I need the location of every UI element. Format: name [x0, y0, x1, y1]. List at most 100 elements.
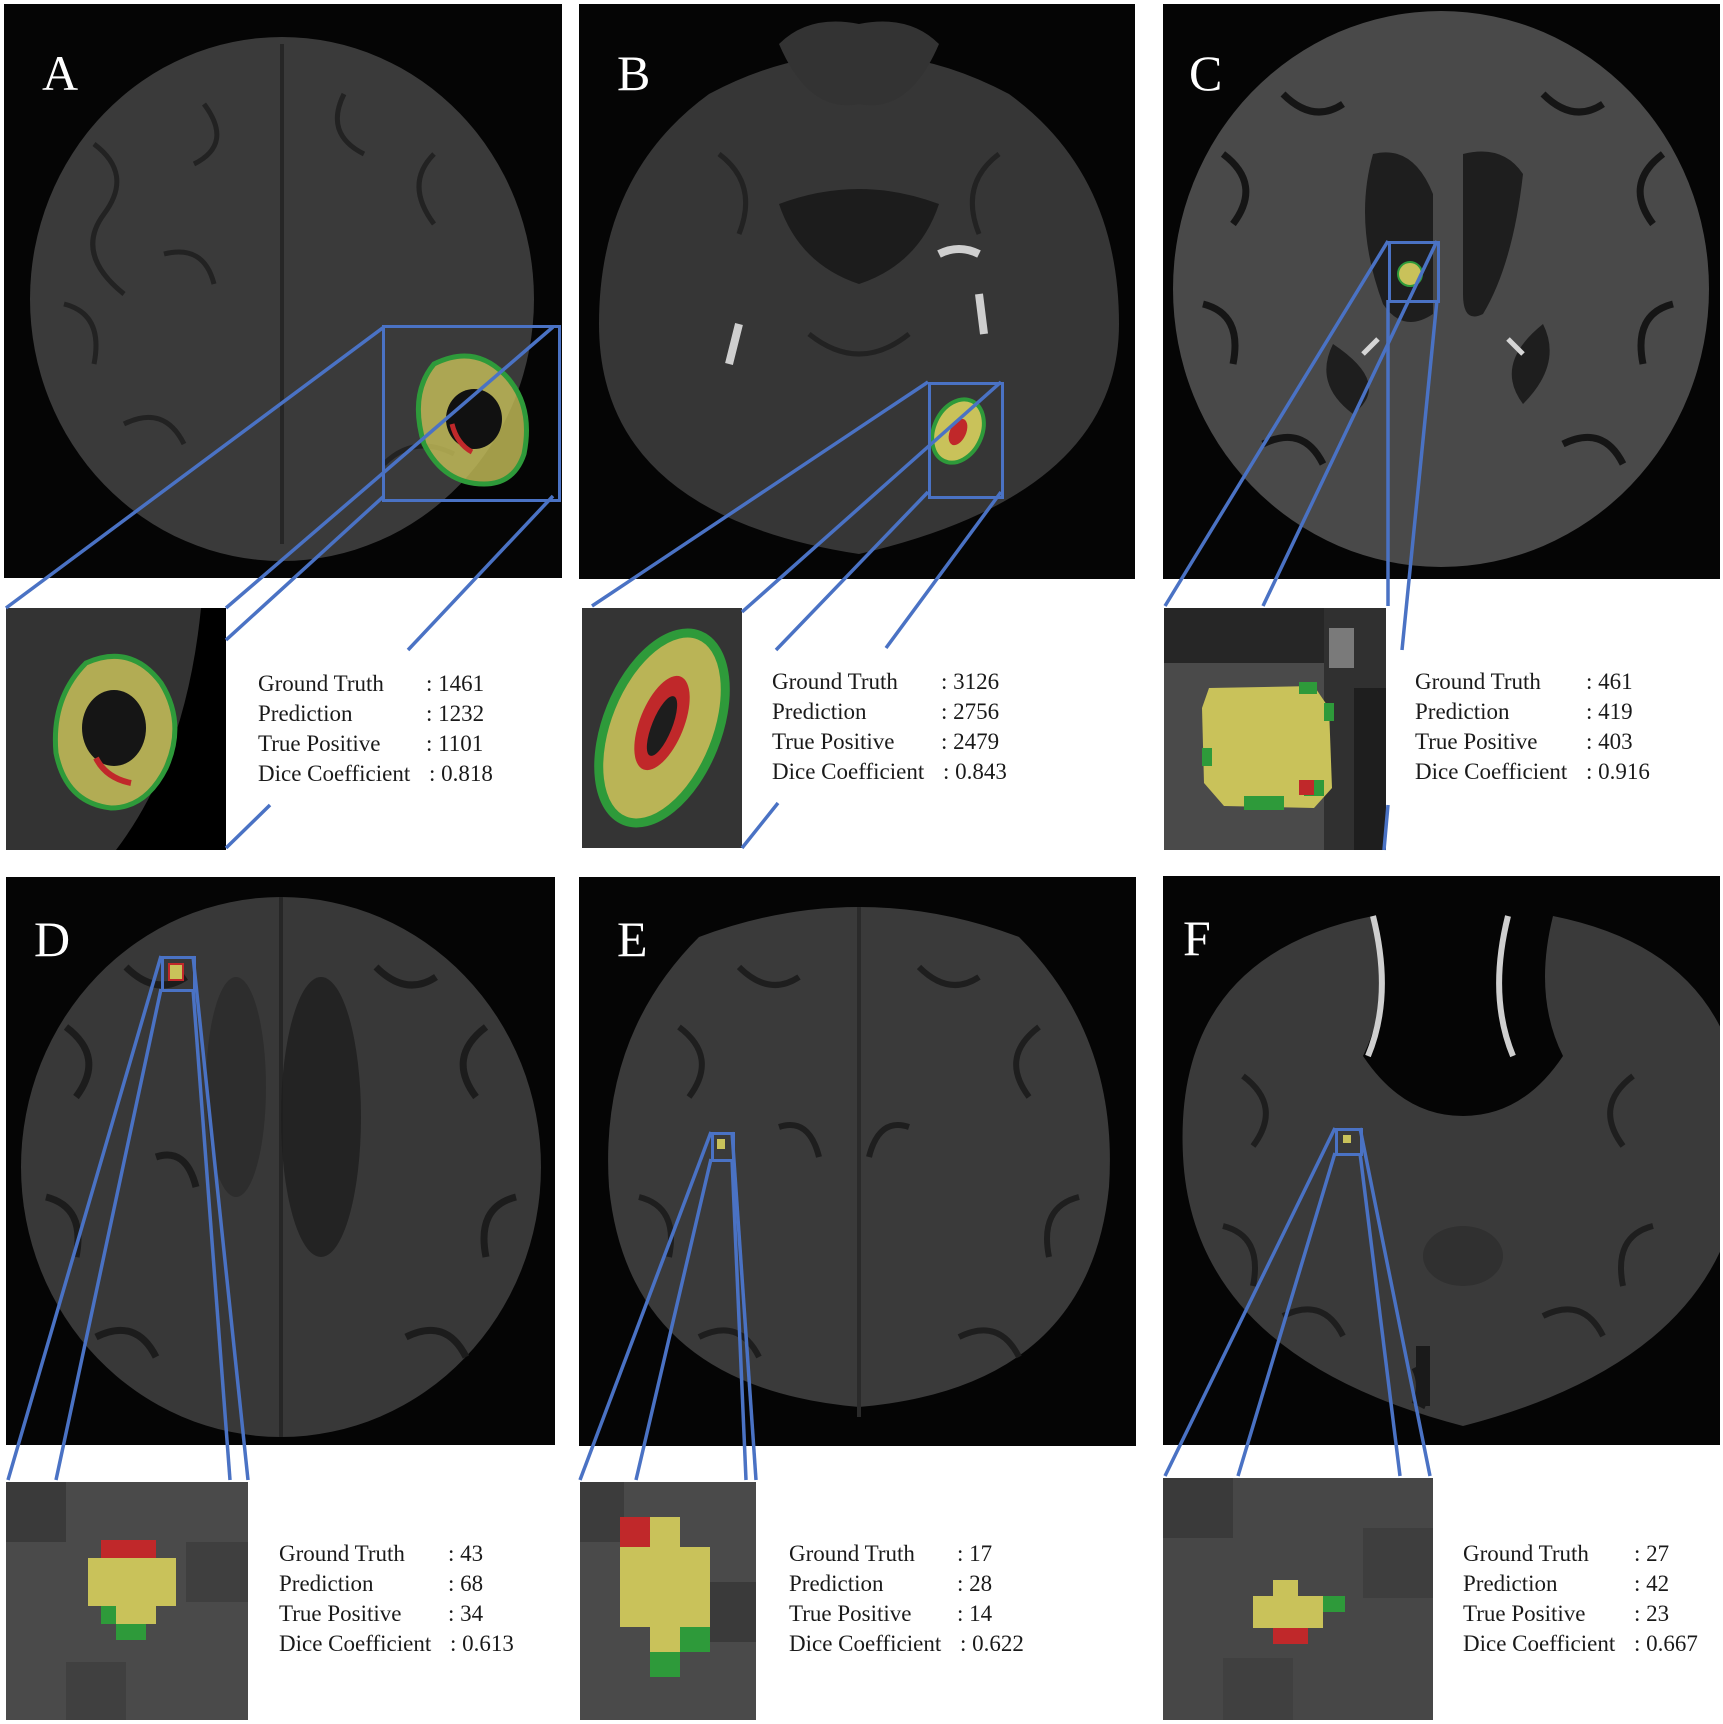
- stat-label: Dice Coefficient: [1415, 759, 1568, 784]
- panel-label-e: E: [617, 911, 648, 967]
- stat-row: True Positive : 2479: [772, 727, 1007, 757]
- mri-scan-f: F: [1163, 876, 1720, 1445]
- stat-value: : 34: [448, 1601, 484, 1626]
- panel-label-f: F: [1183, 910, 1211, 966]
- stat-row: Prediction : 42: [1463, 1569, 1698, 1599]
- zoom-inset-c: [1164, 608, 1386, 850]
- stat-value: : 2479: [941, 729, 1000, 754]
- stat-label: Dice Coefficient: [1463, 1631, 1616, 1656]
- zoom-inset-d: [6, 1482, 248, 1720]
- tumor-overlay-f: [1343, 1135, 1351, 1143]
- zoom-box-f: [1335, 1128, 1363, 1156]
- stat-value: : 28: [957, 1571, 993, 1596]
- stat-row: Dice Coefficient: 0.916: [1415, 757, 1650, 787]
- stats-d: Ground Truth : 43 Prediction : 68 True Pos…: [279, 1539, 514, 1659]
- stat-row: True Positive: 14: [789, 1599, 1024, 1629]
- mri-scan-b: B: [579, 4, 1135, 579]
- connector-line-b: [740, 801, 780, 850]
- stat-label: Ground Truth: [1463, 1541, 1589, 1566]
- stat-row: True Positive : 34: [279, 1599, 514, 1629]
- stat-value: : 2756: [941, 699, 1000, 724]
- stat-row: True Positive : 403: [1415, 727, 1650, 757]
- stat-value: : 1232: [426, 701, 485, 726]
- stat-row: Prediction : 28: [789, 1569, 1024, 1599]
- stat-label: True Positive: [1415, 729, 1538, 754]
- mri-scan-a: A: [4, 4, 562, 578]
- stat-value: : 403: [1586, 729, 1633, 754]
- zoom-inset-a: [6, 608, 226, 850]
- stat-value: : 68: [448, 1571, 484, 1596]
- stat-value: : 0.613: [450, 1631, 514, 1656]
- stat-row: Dice Coefficient : 0.613: [279, 1629, 514, 1659]
- stat-label: Ground Truth: [1415, 669, 1541, 694]
- stat-value: : 43: [448, 1541, 484, 1566]
- stat-value: : 42: [1634, 1571, 1670, 1596]
- mri-scan-c: C: [1163, 4, 1720, 579]
- zoom-inset-b: [582, 608, 742, 848]
- stat-value: : 1101: [426, 731, 484, 756]
- stat-label: Dice Coefficient: [279, 1631, 432, 1656]
- stat-label: Prediction: [279, 1571, 374, 1596]
- mri-scan-d: D: [6, 877, 555, 1445]
- stat-label: Ground Truth: [789, 1541, 915, 1566]
- panel-label-b: B: [617, 45, 651, 101]
- stat-row: Ground Truth : 27: [1463, 1539, 1698, 1569]
- stat-value: : 0.818: [429, 761, 493, 786]
- stat-label: Ground Truth: [258, 671, 384, 696]
- stat-value: : 1461: [426, 671, 485, 696]
- zoom-box-b: [928, 382, 1004, 499]
- zoom-inset-f: [1163, 1478, 1433, 1720]
- tumor-overlay-d: [168, 963, 184, 981]
- stat-row: Prediction : 2756: [772, 697, 1007, 727]
- stat-value: : 419: [1586, 699, 1633, 724]
- stat-label: True Positive: [258, 731, 381, 756]
- stat-row: Prediction : 1232: [258, 699, 493, 729]
- zoom-box-a: [382, 325, 561, 502]
- connector-line-a: [224, 803, 272, 850]
- stat-label: Ground Truth: [279, 1541, 405, 1566]
- stats-c: Ground Truth: 461 Prediction: 419 True P…: [1415, 667, 1650, 787]
- stat-value: : 14: [957, 1601, 993, 1626]
- stat-value: : 27: [1634, 1541, 1670, 1566]
- zoom-box-c: [1388, 241, 1440, 303]
- stats-e: Ground Truth : 17 Prediction : 28 True Pos…: [789, 1539, 1024, 1659]
- stats-f: Ground Truth : 27 Prediction : 42 True Pos…: [1463, 1539, 1698, 1659]
- stat-row: Dice Coefficient : 0.667: [1463, 1629, 1698, 1659]
- stat-value: : 0.843: [943, 759, 1007, 784]
- stat-label: Prediction: [1415, 699, 1510, 724]
- stat-label: Prediction: [1463, 1571, 1558, 1596]
- stat-row: Ground Truth: 3126: [772, 667, 1007, 697]
- panel-label-d: D: [34, 911, 71, 967]
- stat-row: Dice Coefficient: 0.843: [772, 757, 1007, 787]
- stat-row: True Positive : 1101: [258, 729, 493, 759]
- stat-value: : 0.667: [1634, 1631, 1698, 1656]
- stat-label: True Positive: [772, 729, 895, 754]
- stat-label: Prediction: [789, 1571, 884, 1596]
- stat-label: Prediction: [258, 701, 353, 726]
- stat-row: Ground Truth : 43: [279, 1539, 514, 1569]
- stat-label: Prediction: [772, 699, 867, 724]
- zoom-box-e: [711, 1132, 735, 1162]
- stat-value: : 3126: [941, 669, 1000, 694]
- stats-b: Ground Truth: 3126 Prediction : 2756 True…: [772, 667, 1007, 787]
- stat-label: True Positive: [279, 1601, 402, 1626]
- mri-scan-e: E: [579, 877, 1136, 1446]
- stat-value: : 0.622: [960, 1631, 1024, 1656]
- stat-label: True Positive: [1463, 1601, 1586, 1626]
- zoom-box-d: [161, 956, 196, 992]
- stats-a: Ground Truth : 1461 Prediction : 1232 True…: [258, 669, 493, 789]
- stat-row: Dice Coefficient : 0.818: [258, 759, 493, 789]
- panel-label-a: A: [42, 45, 79, 101]
- zoom-inset-e: [580, 1482, 756, 1720]
- stat-row: Ground Truth : 1461: [258, 669, 493, 699]
- stat-row: Prediction : 419: [1415, 697, 1650, 727]
- stat-value: : 17: [957, 1541, 993, 1566]
- tumor-overlay-e: [717, 1139, 725, 1149]
- stat-label: Dice Coefficient: [789, 1631, 942, 1656]
- stat-row: Ground Truth : 17: [789, 1539, 1024, 1569]
- stat-value: : 23: [1634, 1601, 1670, 1626]
- stat-row: Dice Coefficient : 0.622: [789, 1629, 1024, 1659]
- stat-label: Dice Coefficient: [258, 761, 411, 786]
- stat-row: Prediction : 68: [279, 1569, 514, 1599]
- panel-label-c: C: [1189, 45, 1223, 101]
